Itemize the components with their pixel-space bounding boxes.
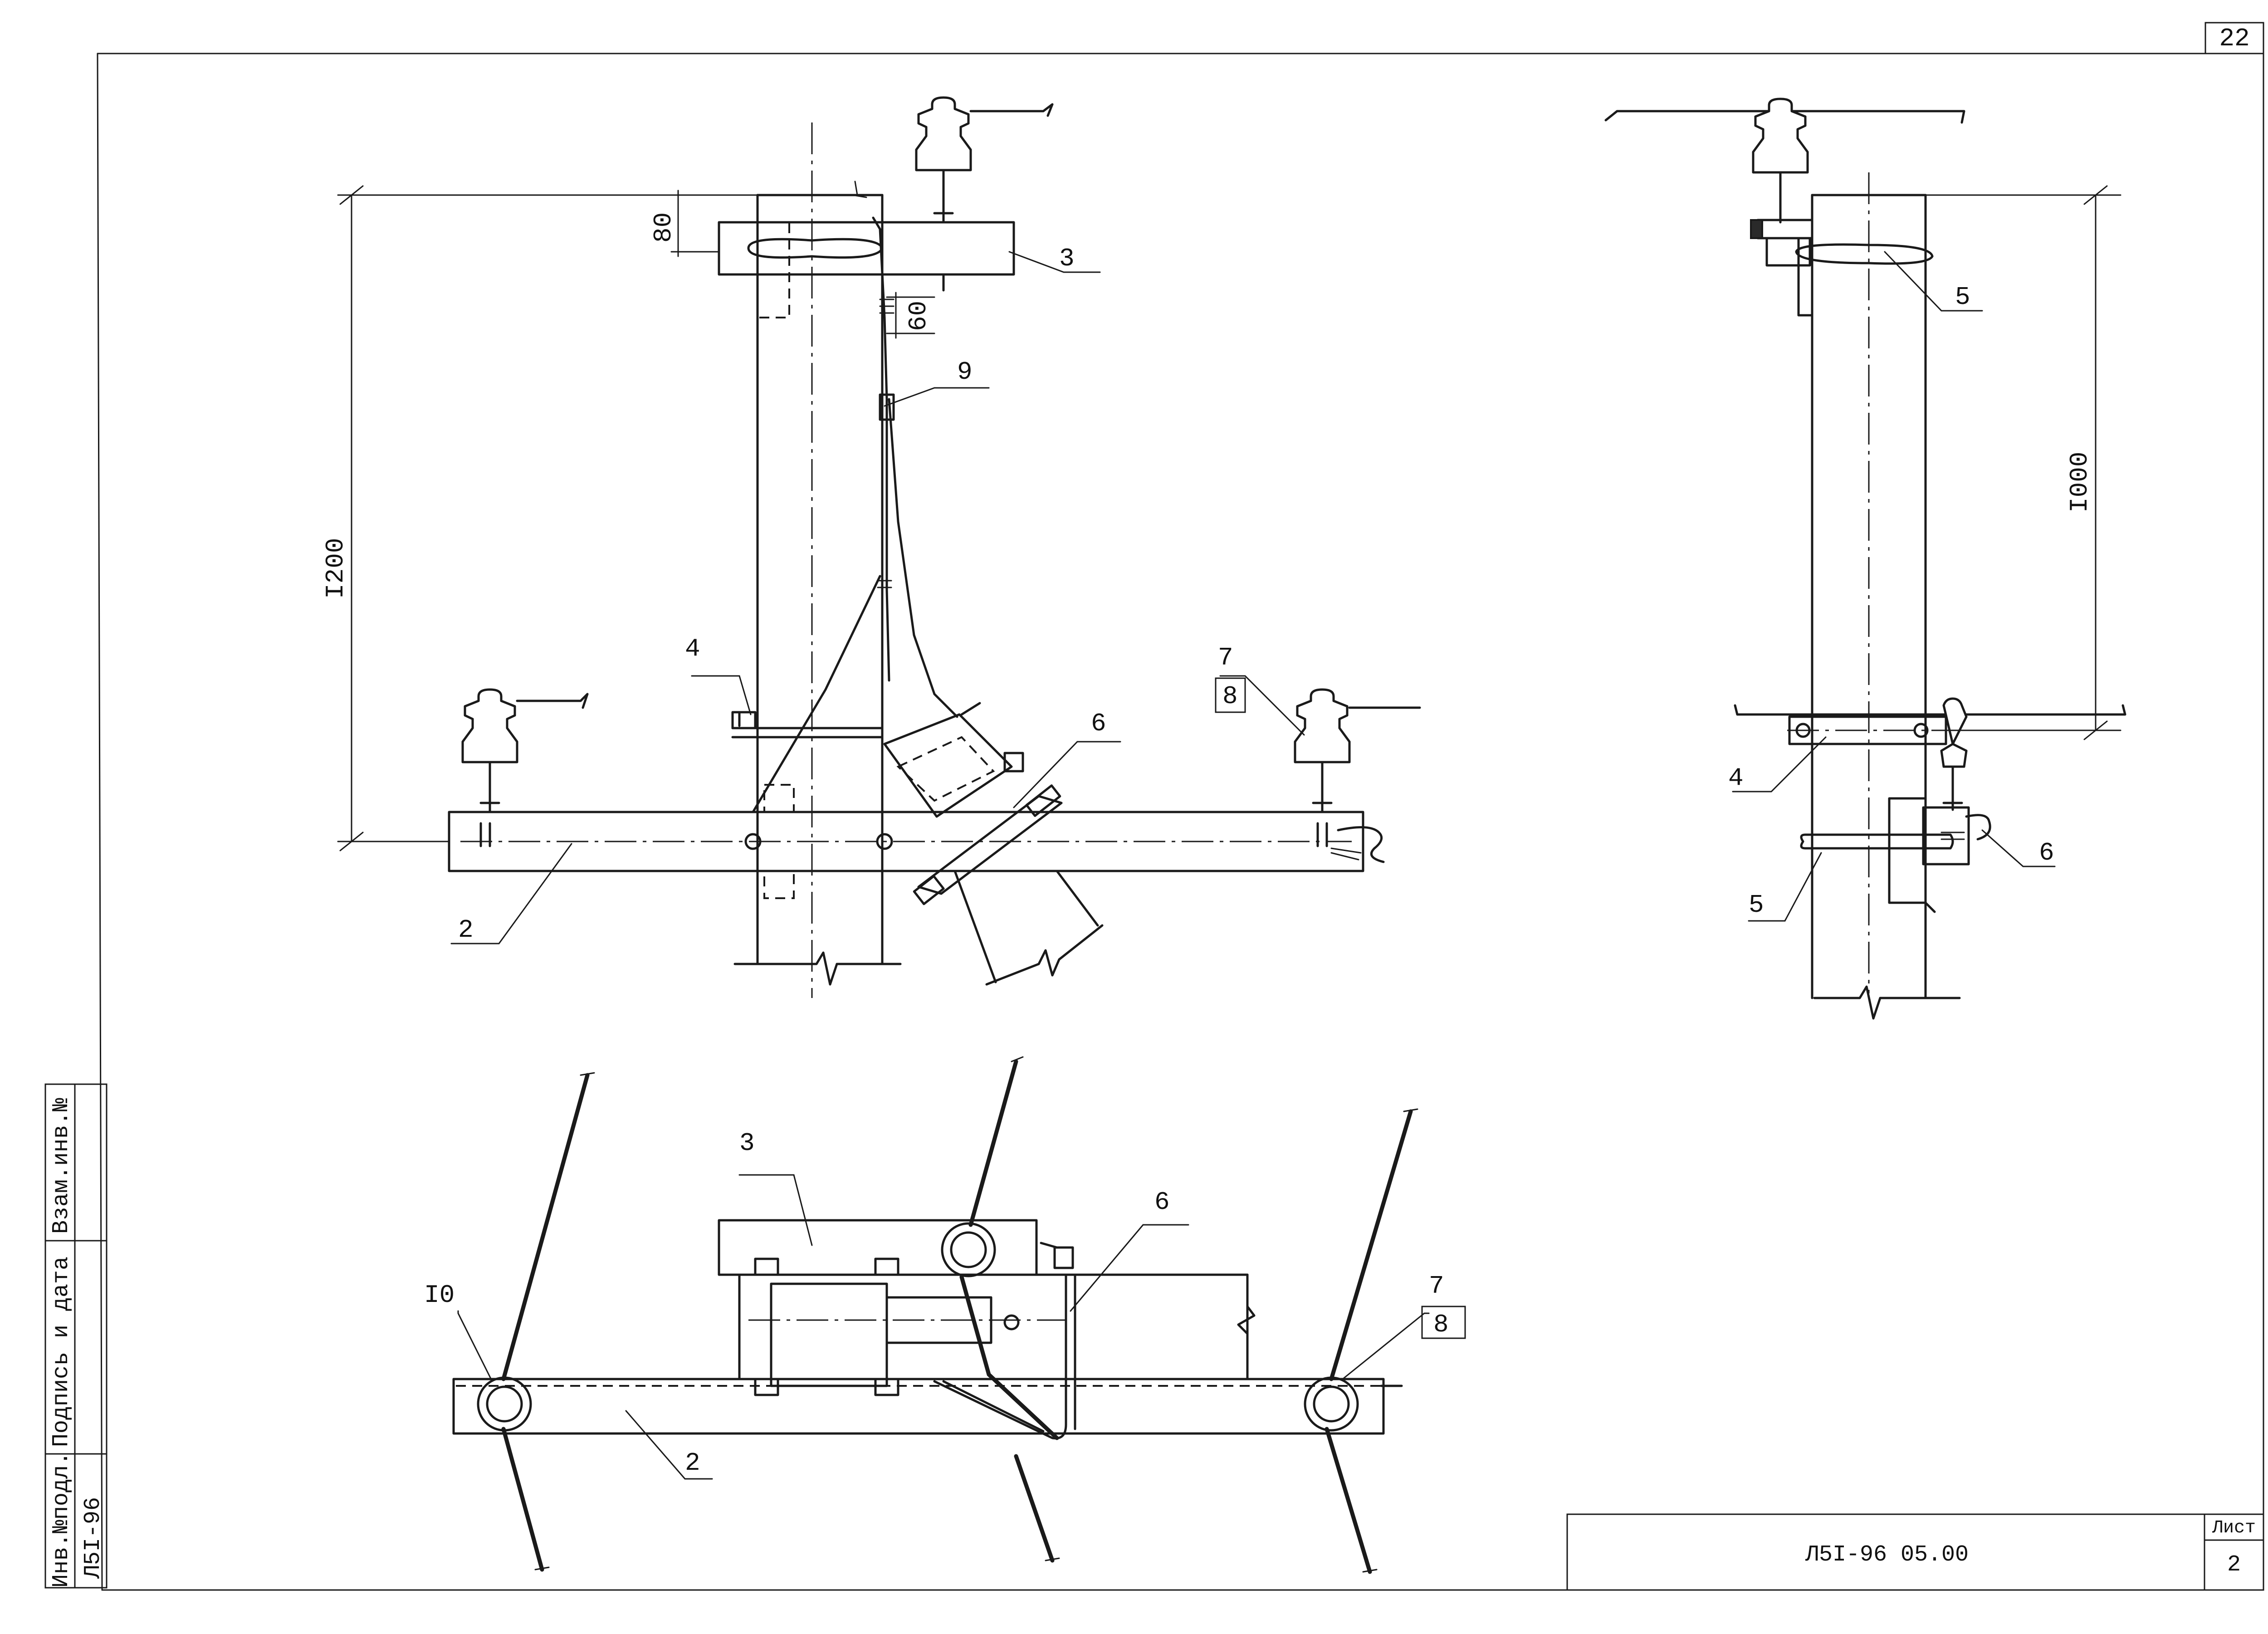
plan-brace-box	[770, 1282, 888, 1387]
plan-callout-6: 6	[1154, 1188, 1170, 1217]
plan-callout-8-box	[1421, 1306, 1466, 1339]
callout-8-box	[1215, 677, 1246, 713]
side-lower-clamp	[1800, 833, 1954, 850]
plan-brace-rod	[933, 1273, 1067, 1440]
callout-7: 7	[1218, 643, 1233, 672]
sheet-label: Лист	[2212, 1518, 2256, 1538]
callout-6: 6	[1091, 709, 1106, 738]
side-top-insulator	[1750, 98, 1813, 317]
page-number-box	[2204, 22, 2264, 54]
brace-bracket	[917, 795, 1063, 895]
sheet-number: 2	[2227, 1552, 2241, 1578]
left-insulator	[461, 688, 589, 813]
arrester-cage	[883, 702, 1024, 818]
callout-9: 9	[957, 357, 973, 386]
plan-main-crossarm	[452, 1378, 1385, 1435]
side-callout-6: 6	[2039, 838, 2054, 867]
side-dimensions: I000	[1925, 185, 2121, 740]
stamp-code: Л5I-96	[80, 1497, 106, 1579]
front-dimensions: I200 80 60	[321, 185, 935, 851]
callout-3: 3	[1059, 244, 1075, 273]
center-wire-ring	[941, 1222, 996, 1277]
plan-callout-3: 3	[739, 1129, 755, 1158]
top-crossarm	[718, 181, 1015, 318]
stamp-replaces-inventory: Взам.инв.№	[49, 1098, 74, 1234]
dim-offset-small: 60	[904, 301, 933, 331]
right-insulator	[1294, 688, 1421, 813]
plan-callout-2: 2	[685, 1448, 700, 1477]
callout-2: 2	[458, 915, 474, 944]
top-clamp	[747, 238, 884, 259]
dim-crossarm-height: 80	[649, 212, 678, 243]
dim-side-height: I000	[2065, 452, 2094, 513]
side-callouts: 5 4 6 5	[1728, 251, 2056, 922]
callout-8: 8	[1222, 682, 1238, 711]
plan-callout-7: 7	[1429, 1272, 1444, 1301]
front-callouts: 3 9 4 6 7 8 2	[450, 244, 1305, 944]
sheet-frame: 22 Л5I-96 05.00 Лист 2 Взам.инв.№ Подпис…	[44, 22, 2264, 1591]
callout-4: 4	[685, 634, 700, 663]
front-view: I200 80 60 3 9 4 6 7 8 2	[321, 96, 1421, 998]
side-lower-mount	[1787, 715, 1950, 745]
plan-callouts: 3 6 I0 7 8 2	[424, 1129, 1466, 1480]
side-lower-wire	[1734, 704, 2126, 716]
lower-mount	[731, 711, 884, 739]
plan-view: 3 6 I0 7 8 2	[424, 1056, 1466, 1574]
plan-callout-8: 8	[1433, 1310, 1449, 1339]
brace	[913, 784, 1104, 986]
top-insulator	[915, 96, 1054, 292]
side-right-insulator	[1800, 697, 1991, 913]
dim-front-height: I200	[321, 538, 350, 599]
page-number: 22	[2219, 24, 2249, 53]
plan-bolts	[754, 1257, 899, 1396]
document-code: Л5I-96 05.00	[1805, 1542, 1969, 1568]
stamp-inventory-original: Инв.№подл.	[49, 1452, 74, 1588]
plan-frame	[738, 1273, 1249, 1380]
side-callout-4: 4	[1728, 763, 1744, 793]
plan-conductors	[501, 1056, 1418, 1574]
side-callout-5-top: 5	[1955, 283, 1970, 312]
main-crossarm	[448, 784, 1385, 899]
stamp-signature-date: Подпись и дата	[49, 1257, 74, 1447]
side-callout-5-bottom: 5	[1749, 890, 1764, 920]
side-view: I000 5 4 6 5	[1604, 98, 2126, 1020]
plan-callout-10: I0	[424, 1281, 455, 1310]
side-top-clamp	[1795, 243, 1934, 265]
side-stamp: Взам.инв.№ Подпись и дата Инв.№подл. Л5I…	[44, 1083, 108, 1589]
ground-wire	[752, 216, 958, 813]
left-wire-ring	[477, 1376, 532, 1432]
title-block: Л5I-96 05.00 Лист 2	[1566, 1513, 2264, 1591]
side-pole	[1811, 172, 1961, 1020]
